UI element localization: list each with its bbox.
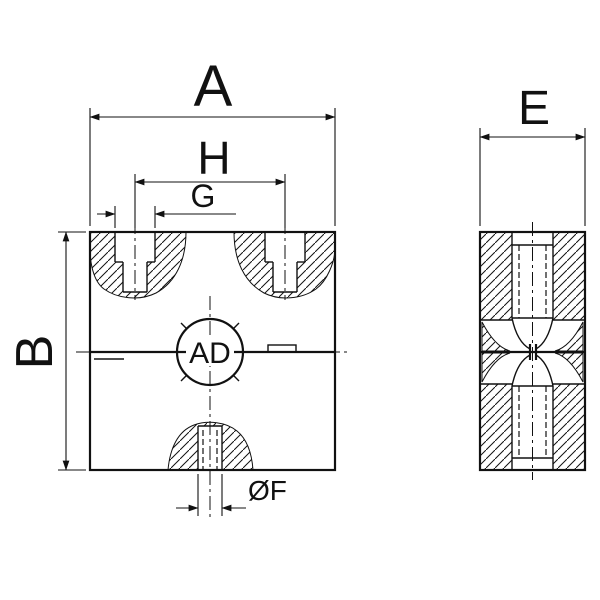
hatch-side-top-left (479, 231, 513, 321)
wedge-top-left (481, 321, 511, 352)
wedge-bottom-left (481, 352, 511, 383)
bolt-hole-bottom (197, 425, 223, 470)
side-view (478, 222, 587, 480)
dim-label-F: ØF (248, 475, 287, 506)
dimension-width-A: A (89, 54, 336, 226)
dimension-height-B: B (6, 231, 86, 471)
dimension-depth-E: E (479, 82, 586, 226)
wedge-bottom-right (554, 352, 584, 383)
front-view: AD (76, 220, 347, 518)
bore-thread-ticks (180, 322, 240, 382)
wedge-top-right (554, 321, 584, 352)
bore-label: AD (189, 337, 231, 370)
hatch-side-top-right (552, 231, 586, 321)
dimension-counterbore-G: G (97, 178, 236, 228)
bore-label-backing (186, 336, 234, 366)
side-recess-curves (480, 317, 585, 387)
hatch-side-bottom-left (479, 383, 513, 471)
dim-label-A: A (194, 54, 233, 119)
dimension-bolt-spacing-H: H (134, 132, 286, 228)
dim-label-H: H (197, 132, 230, 184)
bolt-hole-top-right (264, 232, 306, 293)
dimension-hole-diameter-F: ØF (176, 474, 287, 516)
dim-label-G: G (191, 178, 216, 214)
bolt-hole-top-left (114, 232, 156, 293)
side-bolt-top (511, 232, 554, 319)
dim-label-E: E (518, 82, 550, 135)
hatch-side-bottom-right (552, 383, 586, 471)
dim-label-B: B (6, 335, 64, 370)
